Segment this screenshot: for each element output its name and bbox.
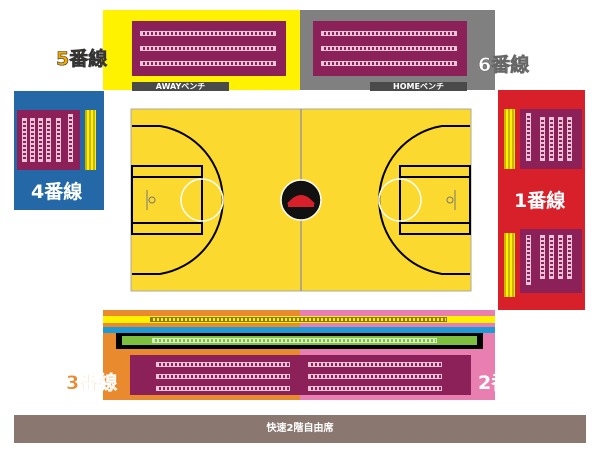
section-2-label: 2番線	[478, 372, 530, 394]
seat-block[interactable]	[130, 355, 471, 395]
section-5-label: 5番線	[56, 48, 108, 71]
seat-block[interactable]	[313, 21, 467, 76]
upper-free-seating[interactable]: 快速2階自由席	[14, 415, 586, 443]
basketball-court	[130, 108, 472, 292]
section-4-label: 4番線	[31, 181, 83, 203]
upper-free-seating-label: 快速2階自由席	[266, 423, 334, 434]
seat-block[interactable]	[520, 229, 582, 293]
seat-strip[interactable]	[504, 233, 515, 297]
section-6-label: 6番線	[478, 54, 530, 77]
section-3-label: 3番線	[66, 372, 118, 395]
away-bench-label: AWAYベンチ	[132, 82, 229, 91]
seat-row[interactable]	[150, 317, 447, 322]
home-bench-label: HOMEベンチ	[370, 82, 467, 91]
section-5[interactable]: AWAYベンチ	[103, 10, 300, 91]
seat-block[interactable]	[17, 110, 80, 170]
seat-block[interactable]	[132, 21, 286, 76]
blue-seat-row[interactable]	[103, 327, 495, 333]
seat-strip[interactable]	[504, 109, 515, 169]
seat-block[interactable]	[520, 109, 582, 169]
section-4[interactable]: 4番線	[14, 91, 104, 210]
seat-strip[interactable]	[85, 110, 96, 170]
section-1-label: 1番線	[514, 190, 566, 212]
section-6[interactable]: HOMEベンチ	[300, 10, 495, 91]
green-seat-row[interactable]	[116, 333, 483, 349]
section-1[interactable]: 1番線	[498, 90, 585, 310]
team-logo-icon	[280, 179, 322, 221]
